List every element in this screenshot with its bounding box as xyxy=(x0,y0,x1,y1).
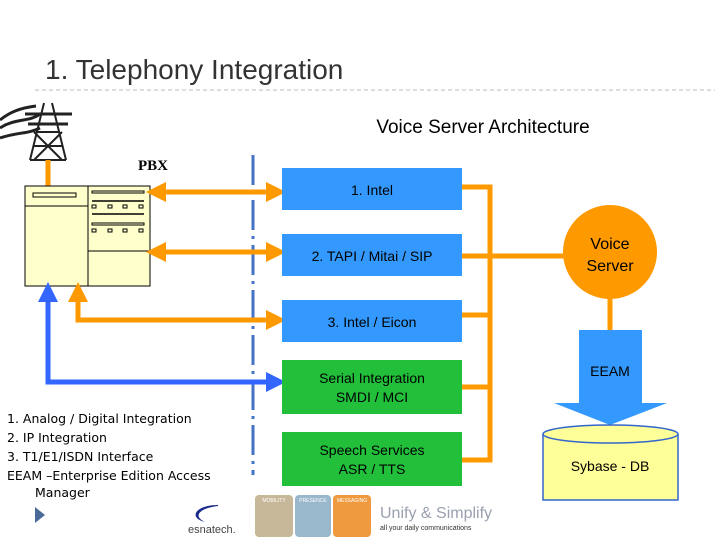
svg-text:Voice: Voice xyxy=(590,236,629,253)
voice-server-node: Voice Server xyxy=(563,205,657,299)
box-speech-services: Speech Services ASR / TTS xyxy=(282,432,462,486)
svg-text:Server: Server xyxy=(586,258,634,275)
footer-branding: esnatech. MOBILITY PRESENCE MESSAGING Un… xyxy=(188,495,492,537)
svg-text:SMDI / MCI: SMDI / MCI xyxy=(336,389,408,405)
presence-tile xyxy=(295,495,331,537)
svg-text:EEAM: EEAM xyxy=(590,363,630,379)
messaging-tile xyxy=(333,495,371,537)
svg-text:MOBILITY: MOBILITY xyxy=(262,498,286,504)
svg-text:2. IP Integration: 2. IP Integration xyxy=(7,430,107,445)
svg-text:1. Analog / Digital Integratio: 1. Analog / Digital Integration xyxy=(7,411,192,426)
mobility-tile xyxy=(255,495,293,537)
slide-title: 1. Telephony Integration xyxy=(45,54,343,85)
box-intel-eicon: 3. Intel / Eicon xyxy=(282,300,462,342)
legend-list: 1. Analog / Digital Integration 2. IP In… xyxy=(7,411,211,500)
link-t1 xyxy=(68,282,286,330)
eeam-arrow: EEAM xyxy=(554,330,667,425)
database-cylinder: Sybase - DB xyxy=(542,424,679,501)
architecture-title: Voice Server Architecture xyxy=(376,117,589,138)
svg-text:Unify & Simplify: Unify & Simplify xyxy=(380,505,492,522)
power-tower-icon xyxy=(0,102,72,161)
svg-text:all your daily communications: all your daily communications xyxy=(380,525,472,532)
pbx-label: PBX xyxy=(138,158,168,174)
esnatech-logo-icon xyxy=(195,505,218,522)
svg-text:MESSAGING: MESSAGING xyxy=(337,498,367,504)
svg-text:1. Intel: 1. Intel xyxy=(351,182,393,198)
link-serial xyxy=(38,282,286,392)
svg-text:esnatech.: esnatech. xyxy=(188,524,236,536)
box-tapi-mitai-sip: 2. TAPI / Mitai / SIP xyxy=(282,234,462,276)
svg-text:ASR / TTS: ASR / TTS xyxy=(339,461,406,477)
next-slide-icon[interactable] xyxy=(35,507,45,523)
svg-text:Speech Services: Speech Services xyxy=(319,442,424,458)
box-intel: 1. Intel xyxy=(282,168,462,210)
svg-text:3. T1/E1/ISDN Interface: 3. T1/E1/ISDN Interface xyxy=(7,449,154,464)
voice-server-bus xyxy=(462,184,613,463)
svg-text:Sybase - DB: Sybase - DB xyxy=(571,458,650,474)
svg-text:Serial Integration: Serial Integration xyxy=(319,370,425,386)
svg-text:2. TAPI / Mitai / SIP: 2. TAPI / Mitai / SIP xyxy=(312,248,433,264)
box-serial-integration: Serial Integration SMDI / MCI xyxy=(282,360,462,414)
svg-text:EEAM –Enterprise Edition Acces: EEAM –Enterprise Edition Access xyxy=(7,468,211,483)
svg-text:PRESENCE: PRESENCE xyxy=(299,498,327,504)
svg-text:3. Intel / Eicon: 3. Intel / Eicon xyxy=(328,314,417,330)
pbx-device xyxy=(24,185,151,287)
svg-text:Manager: Manager xyxy=(35,485,91,500)
